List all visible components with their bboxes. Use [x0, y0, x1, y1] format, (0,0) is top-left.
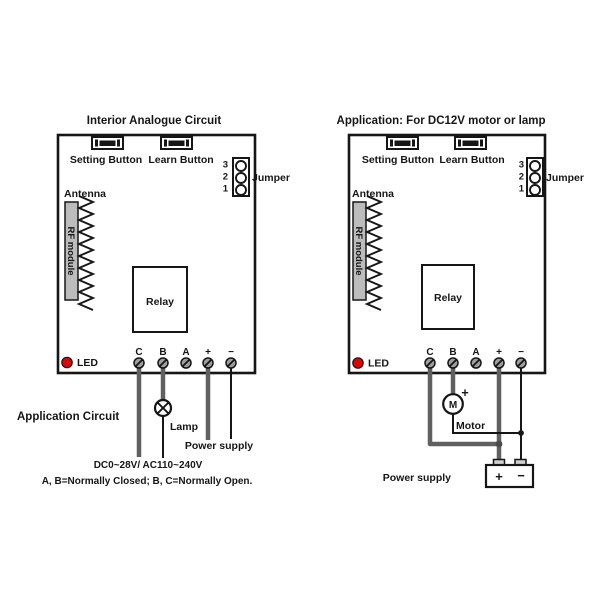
jumper-pin-hole: [529, 184, 541, 196]
led-label: LED: [368, 358, 389, 370]
rf-module: [352, 201, 367, 301]
setting-button-label: Setting Button: [70, 154, 142, 166]
battery-plus: +: [495, 469, 503, 484]
contact-note: A, B=Normally Closed; B, C=Normally Open…: [42, 476, 253, 487]
power-supply-label: Power supply: [383, 472, 451, 484]
terminal-label-a: A: [472, 347, 479, 358]
terminal-label-plus: +: [205, 347, 211, 358]
motor-symbol: M: [449, 400, 457, 411]
motor-label: Motor: [456, 420, 485, 432]
setting-button-icon: [91, 136, 124, 150]
terminal-label-c: C: [426, 347, 433, 358]
power-supply-label: Power supply: [185, 440, 253, 452]
rf-module: [64, 201, 79, 301]
jumper-pin-number: 3: [519, 160, 524, 171]
jumper-pin-number: 2: [519, 172, 524, 183]
antenna-zigzag: [364, 195, 384, 311]
setting-button-label: Setting Button: [362, 154, 434, 166]
motor-polarity: +: [461, 386, 468, 400]
jumper-block: 3 2 1: [223, 157, 250, 197]
right-diagram: Application: For DC12V motor or lamp Set…: [337, 115, 584, 489]
jumper-pin-number: 3: [223, 160, 228, 171]
relay-label: Relay: [434, 292, 462, 304]
terminal-label-b: B: [449, 347, 456, 358]
battery-minus: −: [517, 468, 525, 483]
jumper-block: 3 2 1: [519, 157, 544, 197]
led-label: LED: [77, 357, 98, 369]
jumper-pin-hole: [235, 172, 247, 184]
jumper-pin-hole: [235, 160, 247, 172]
wire-motor-out: [452, 413, 521, 434]
antenna-label: Antenna: [64, 188, 106, 200]
learn-button-label: Learn Button: [148, 154, 213, 166]
battery-icon: + −: [484, 458, 535, 489]
voltage-note: DC0~28V/ AC110~240V: [94, 460, 203, 471]
jumper-pin-hole: [235, 184, 247, 196]
wire-junction-dot: [518, 430, 524, 436]
left-circuit-board: [56, 133, 257, 375]
learn-button-label: Learn Button: [439, 154, 504, 166]
lamp-label: Lamp: [170, 421, 198, 433]
setting-button-icon: [386, 136, 419, 150]
rf-module-label: RF module: [353, 226, 364, 275]
jumper-pin-number: 1: [519, 184, 525, 195]
relay-label: Relay: [146, 296, 174, 308]
wire-c: [427, 362, 498, 447]
left-diagram: Interior Analogue Circuit Setting Button…: [17, 115, 290, 487]
terminal-screws: [424, 357, 527, 369]
antenna-label: Antenna: [352, 188, 394, 200]
application-circuit-label: Application Circuit: [17, 411, 119, 423]
terminal-screws: [133, 357, 237, 369]
jumper-pin-hole: [529, 160, 541, 172]
terminal-label-minus: −: [228, 347, 234, 358]
learn-button-icon: [160, 136, 193, 150]
terminal-label-plus: +: [496, 347, 502, 358]
terminal-label-b: B: [159, 347, 166, 358]
right-panel-title: Application: For DC12V motor or lamp: [337, 115, 546, 127]
relay-box: [132, 266, 188, 333]
lamp-icon: [153, 398, 173, 418]
terminal-label-c: C: [135, 347, 142, 358]
jumper-label: Jumper: [546, 172, 584, 184]
relay-box: [421, 264, 475, 330]
jumper-pin-hole: [529, 172, 541, 184]
terminal-label-minus: −: [518, 347, 524, 358]
antenna-zigzag: [76, 195, 96, 311]
rf-module-label: RF module: [65, 226, 76, 275]
wire-junction-gray: [495, 440, 503, 448]
motor-icon: M +: [442, 386, 469, 415]
led-indicator: [352, 357, 364, 369]
terminal-label-a: A: [182, 347, 189, 358]
left-panel-title: Interior Analogue Circuit: [87, 115, 222, 127]
learn-button-icon: [454, 136, 487, 150]
led-indicator: [61, 356, 73, 369]
right-circuit-board: [347, 133, 547, 375]
jumper-pin-number: 2: [223, 172, 228, 183]
jumper-pin-number: 1: [223, 184, 229, 195]
jumper-label: Jumper: [252, 172, 290, 184]
